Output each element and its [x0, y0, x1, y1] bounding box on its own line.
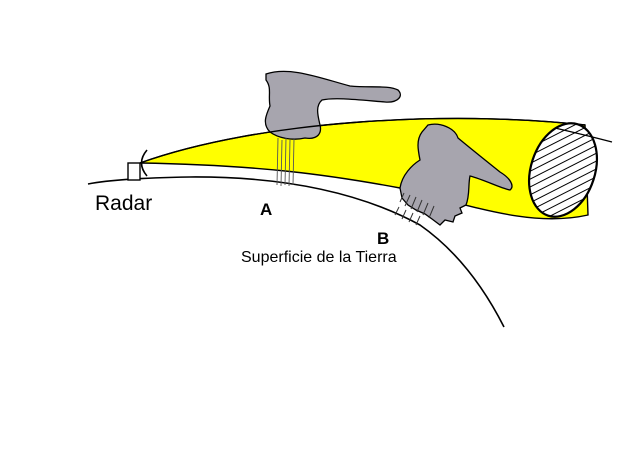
rain-shaft-b	[394, 192, 435, 226]
radar-tower	[127, 162, 141, 181]
earth-curve-upper	[554, 127, 613, 143]
radar-station	[127, 149, 148, 181]
cloud-a	[264, 70, 401, 140]
point-b-label: B	[377, 229, 389, 248]
surface-label: Superficie de la Tierra	[241, 249, 397, 266]
point-a-label: A	[260, 200, 272, 219]
radar-beam	[139, 117, 589, 220]
rain-shaft-a	[276, 137, 295, 187]
beam-cross-section	[528, 122, 598, 218]
radar-dish-icon	[140, 149, 148, 177]
cloud-b	[399, 123, 513, 226]
radar-label: Radar	[95, 192, 152, 215]
beam-upper-edge	[139, 117, 586, 164]
